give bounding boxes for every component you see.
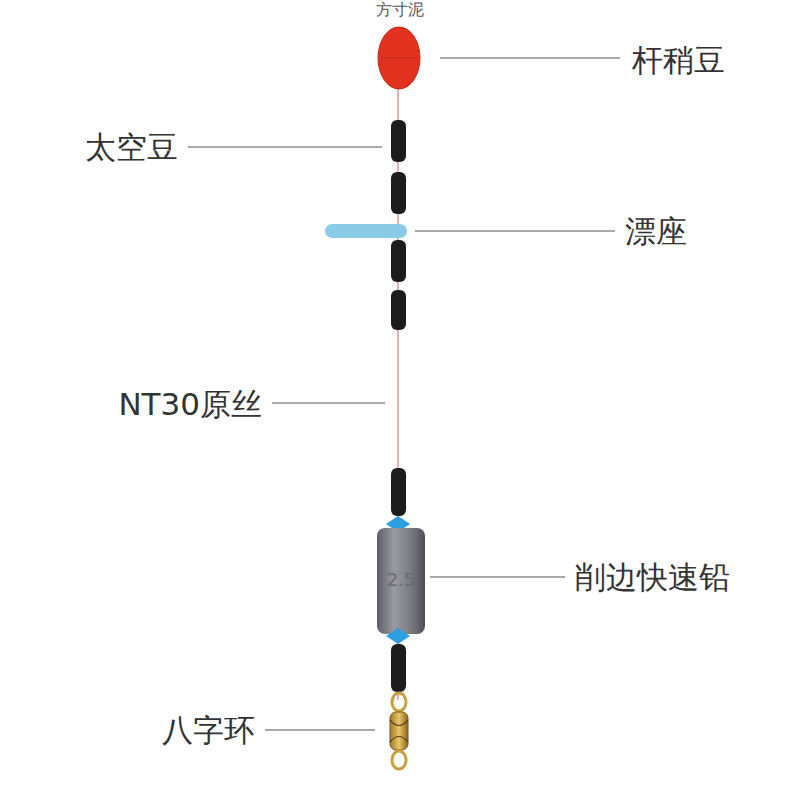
rod-tip-bean <box>378 27 420 89</box>
part-name: 漂座 <box>625 214 687 248</box>
space-bean <box>391 240 406 282</box>
weight-number: 2.5 <box>387 570 416 590</box>
part-name: 杆稍豆 <box>632 43 725 77</box>
space-bean <box>391 172 406 214</box>
part-name: 太空豆 <box>85 130 178 164</box>
swivel <box>390 693 408 769</box>
watermark: 方寸泥 <box>376 1 424 19</box>
part-name: 八字环 <box>162 713 255 747</box>
blue-spacer <box>386 628 410 644</box>
lead-sinker <box>377 528 425 634</box>
space-bean <box>391 120 406 162</box>
part-name: NT30原丝 <box>118 387 262 421</box>
part-name: 削边快速铅 <box>575 560 730 594</box>
space-bean <box>391 644 406 692</box>
space-bean <box>391 468 406 516</box>
bean-seam <box>380 58 418 59</box>
float-seat <box>325 224 407 238</box>
space-bean <box>391 290 406 330</box>
